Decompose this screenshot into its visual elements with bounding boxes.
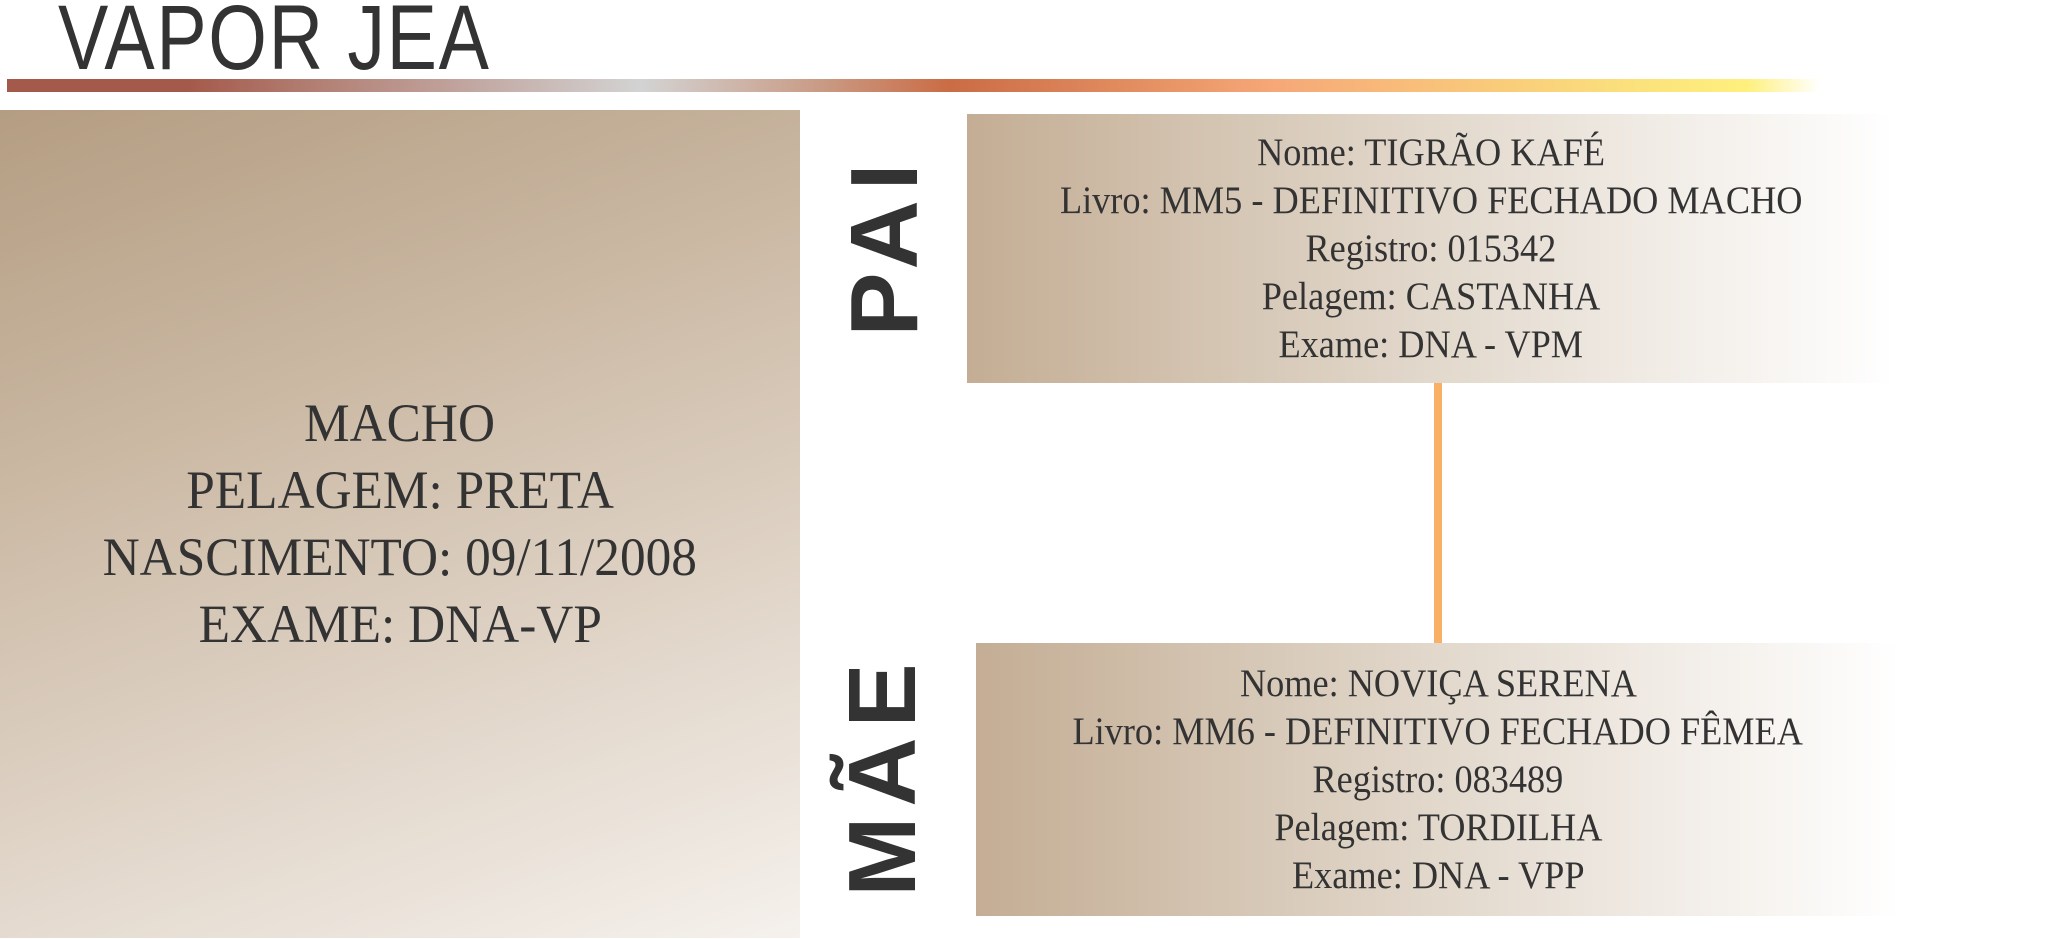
pedigree-connector-line — [1434, 383, 1442, 643]
title-gradient-divider — [7, 79, 1820, 92]
dam-card: Nome: NOVIÇA SERENA Livro: MM6 - DEFINIT… — [976, 643, 1900, 916]
sire-label: PAI — [831, 153, 938, 337]
page-title: VAPOR JEA — [58, 0, 491, 89]
sire-card: Nome: TIGRÃO KAFÉ Livro: MM5 - DEFINITIV… — [967, 114, 1895, 383]
animal-sex: MACHO — [304, 393, 496, 453]
animal-coat: PELAGEM: PRETA — [186, 460, 614, 520]
dam-book: Livro: MM6 - DEFINITIVO FECHADO FÊMEA — [1072, 709, 1804, 753]
sire-book: Livro: MM5 - DEFINITIVO FECHADO MACHO — [1059, 178, 1803, 222]
sire-exam: Exame: DNA - VPM — [1278, 322, 1584, 366]
sire-name: Nome: TIGRÃO KAFÉ — [1257, 130, 1605, 174]
animal-exam: EXAME: DNA-VP — [198, 594, 602, 654]
dam-registry: Registro: 083489 — [1312, 757, 1564, 801]
dam-exam: Exame: DNA - VPP — [1291, 853, 1585, 897]
animal-birth-date: NASCIMENTO: 09/11/2008 — [102, 527, 698, 587]
sire-registry: Registro: 015342 — [1305, 226, 1557, 270]
animal-info-card: MACHO PELAGEM: PRETA NASCIMENTO: 09/11/2… — [0, 110, 800, 938]
dam-name: Nome: NOVIÇA SERENA — [1239, 661, 1637, 705]
dam-label: MÃE — [829, 653, 936, 897]
sire-coat: Pelagem: CASTANHA — [1261, 274, 1601, 318]
dam-coat: Pelagem: TORDILHA — [1273, 805, 1603, 849]
